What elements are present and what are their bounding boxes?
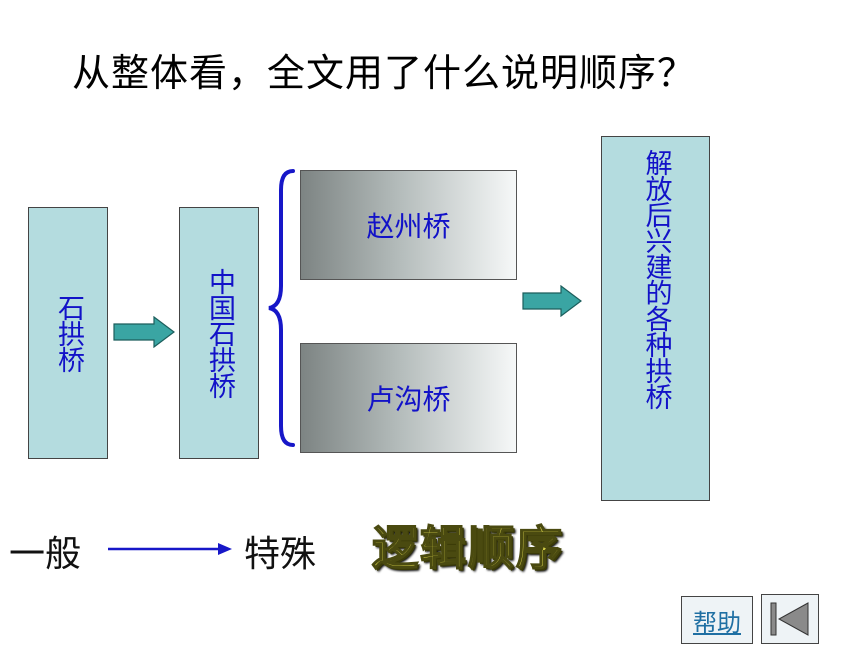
- box-zhaozhou-bridge-label: 赵州桥: [366, 210, 451, 243]
- box-lugou-bridge-label: 卢沟桥: [366, 383, 451, 416]
- help-button[interactable]: 帮助: [681, 596, 753, 644]
- left-brace-icon: [268, 169, 295, 447]
- general-label: 一般: [9, 534, 82, 575]
- box-post-liberation-bridges: 解放后兴建的各种拱桥: [601, 136, 710, 501]
- arrow-right-icon: [522, 285, 582, 317]
- box-lugou-bridge: 卢沟桥: [300, 343, 517, 453]
- box-stone-arch-bridge: 石拱桥: [28, 207, 108, 459]
- help-button-label: 帮助: [693, 608, 741, 637]
- specific-label: 特殊: [244, 534, 317, 575]
- long-arrow-icon: [108, 543, 232, 555]
- box-chinese-stone-arch-bridge-label: 中国石拱桥: [204, 268, 235, 398]
- logic-order-title: 逻辑顺序: [371, 520, 564, 576]
- arrow-right-icon: [113, 316, 175, 348]
- box-zhaozhou-bridge: 赵州桥: [300, 170, 517, 280]
- back-to-start-icon: [770, 602, 809, 636]
- box-post-liberation-bridges-label: 解放后兴建的各种拱桥: [640, 149, 672, 409]
- box-chinese-stone-arch-bridge: 中国石拱桥: [179, 207, 259, 459]
- box-stone-arch-bridge-label: 石拱桥: [53, 294, 84, 372]
- question-title: 从整体看，全文用了什么说明顺序？: [72, 51, 697, 95]
- back-to-start-button[interactable]: [761, 594, 819, 644]
